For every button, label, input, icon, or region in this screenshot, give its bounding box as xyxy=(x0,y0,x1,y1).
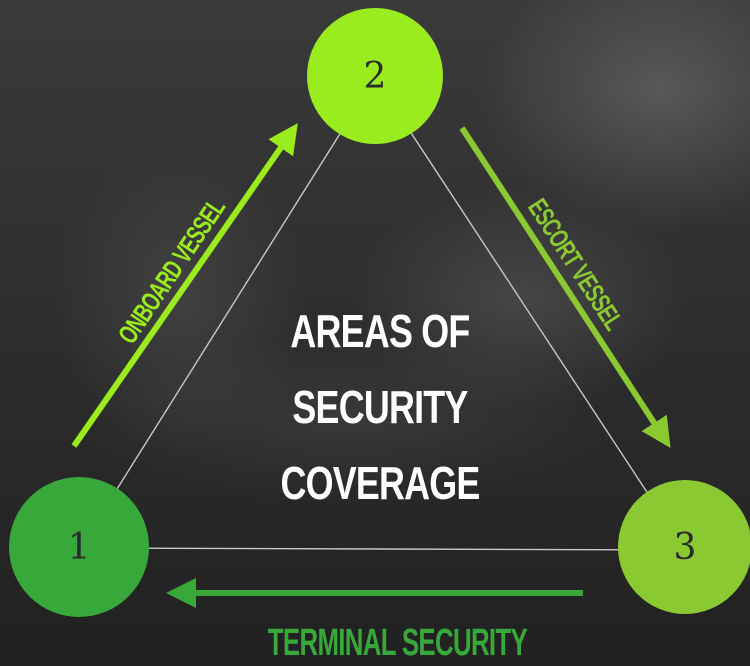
arrow-escort-vessel xyxy=(459,126,671,449)
node-2-label: 2 xyxy=(363,55,387,97)
triangle-edge-2-3 xyxy=(374,77,686,551)
title-line-1: AREAS OF xyxy=(290,305,470,357)
arrow-onboard-vessel xyxy=(71,123,298,448)
node-1-label: 1 xyxy=(67,526,91,568)
triangle-edge-3-1 xyxy=(79,547,686,551)
node-3: 3 xyxy=(618,480,750,614)
edge-label-terminal-security: TERMINAL SECURITY xyxy=(267,622,528,664)
node-2: 2 xyxy=(307,8,443,144)
title-line-2: SECURITY xyxy=(292,381,468,433)
triangle-edge-1-2 xyxy=(79,77,376,549)
node-3-label: 3 xyxy=(673,526,697,568)
title-line-3: COVERAGE xyxy=(280,457,480,509)
node-1: 1 xyxy=(9,477,149,617)
